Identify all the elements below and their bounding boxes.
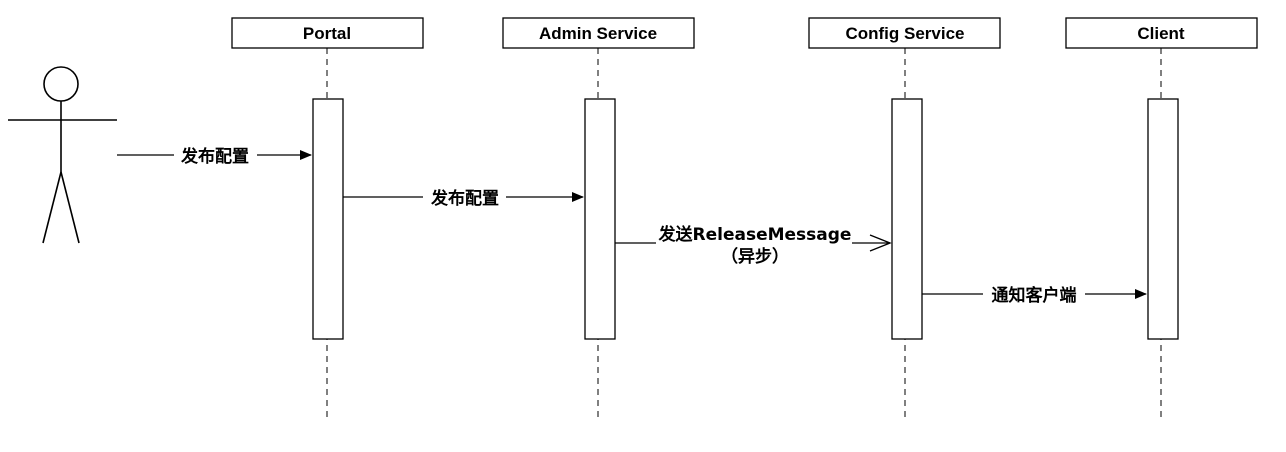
message-label: 通知客户端 <box>992 285 1077 306</box>
activation-bar-config-service <box>891 98 923 340</box>
header-label-client: Client <box>1137 24 1185 43</box>
message-label: 发布配置 <box>430 188 499 209</box>
message-config-to-client: 通知客户端 <box>922 282 1147 306</box>
header-label-config-service: Config Service <box>845 24 964 43</box>
message-portal-to-admin-service: 发布配置 <box>343 185 584 209</box>
header-box-portal <box>231 17 424 49</box>
message-admin-to-config-service: 发送ReleaseMessage （异步） <box>615 222 892 268</box>
activation-bar-admin-service <box>584 98 616 340</box>
message-label: 发布配置 <box>180 146 249 167</box>
header-box-client <box>1065 17 1258 49</box>
participant-client: Client <box>1065 17 1258 420</box>
message-actor-to-portal: 发布配置 <box>117 143 312 167</box>
header-box-config-service <box>808 17 1001 49</box>
header-label-admin-service: Admin Service <box>539 24 657 43</box>
activation-bar-portal <box>312 98 344 340</box>
open-arrowhead-icon <box>869 234 892 252</box>
participant-admin-service: Admin Service <box>502 17 695 420</box>
participant-config-service: Config Service <box>808 17 1001 420</box>
header-label-portal: Portal <box>303 24 351 43</box>
actor-stick-figure <box>8 66 117 244</box>
header-box-admin-service <box>502 17 695 49</box>
message-sublabel: （异步） <box>721 246 789 267</box>
activation-bar-client <box>1147 98 1179 340</box>
participant-portal: Portal <box>231 17 424 420</box>
message-label: 发送ReleaseMessage <box>658 224 852 245</box>
